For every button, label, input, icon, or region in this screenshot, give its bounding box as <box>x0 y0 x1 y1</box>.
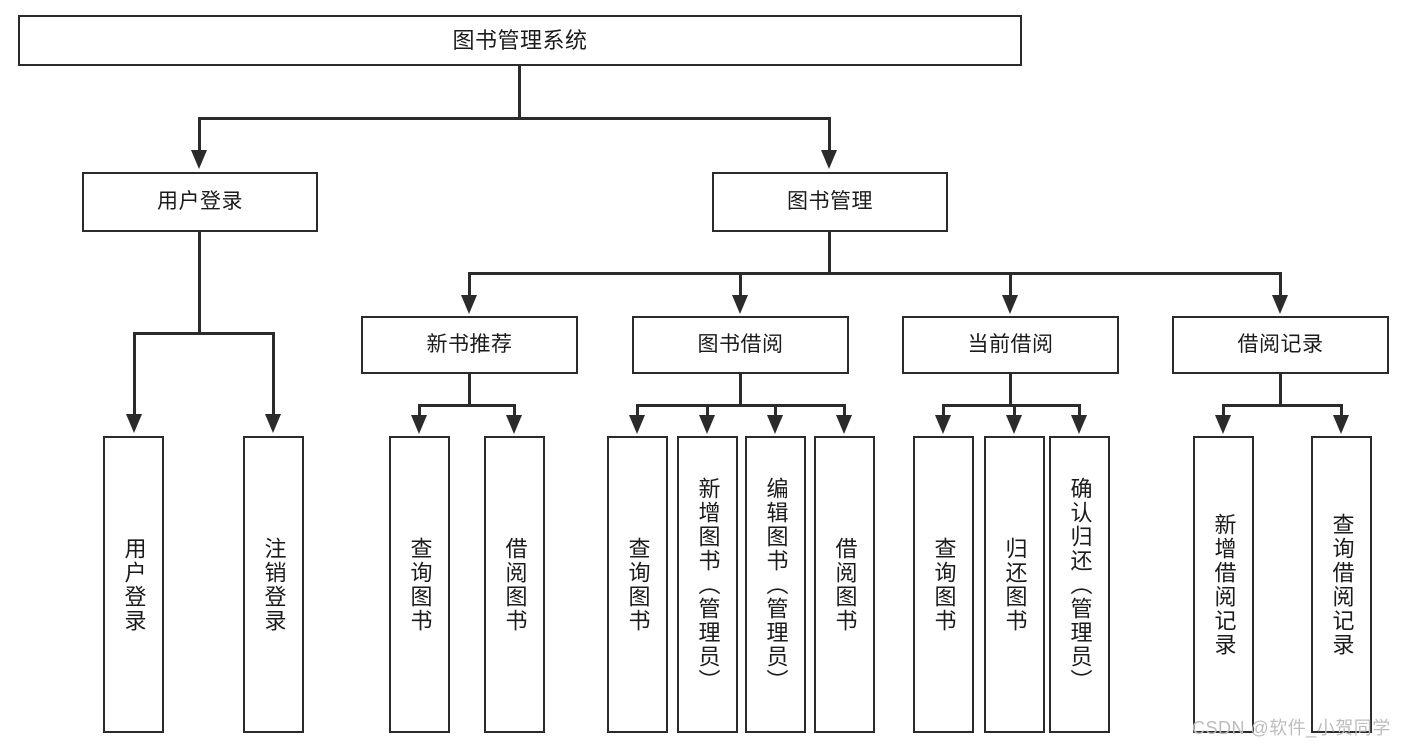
node-label: 查询图书 <box>407 536 433 633</box>
node-new-book-recommend[interactable]: 新书推荐 <box>361 316 578 374</box>
node-label: 用户登录 <box>121 536 147 633</box>
node-leaf-borrow-book-2[interactable]: 借阅图书 <box>814 436 875 733</box>
connector-new-book-stem <box>468 374 471 405</box>
node-leaf-add-book[interactable]: 新增图书（管理员） <box>677 436 738 733</box>
connector-borrow-record-bus <box>1222 404 1342 407</box>
node-label: 归还图书 <box>1002 536 1028 633</box>
node-label: 编辑图书（管理员） <box>763 476 789 693</box>
node-label: 用户登录 <box>157 189 243 213</box>
node-leaf-query-book-2[interactable]: 查询图书 <box>607 436 668 733</box>
node-label: 借阅图书 <box>832 536 858 633</box>
node-label: 借阅记录 <box>1237 332 1324 356</box>
connector-book-borrow-drop-3 <box>774 404 777 416</box>
connector-book-borrow-stem <box>739 374 742 405</box>
arrow-down-icon <box>1333 415 1349 434</box>
connector-current-borrow-drop-3 <box>1078 404 1081 416</box>
connector-book-borrow-drop-2 <box>706 404 709 416</box>
arrow-down-icon <box>821 150 837 169</box>
arrow-down-icon <box>699 415 715 434</box>
arrow-down-icon <box>126 414 142 433</box>
connector-book-manage-stem <box>828 232 831 273</box>
node-label: 查询借阅记录 <box>1329 512 1355 657</box>
arrow-down-icon <box>767 415 783 434</box>
arrow-down-icon <box>1272 295 1288 314</box>
node-leaf-query-book-1[interactable]: 查询图书 <box>389 436 450 733</box>
node-leaf-add-record[interactable]: 新增借阅记录 <box>1193 436 1254 733</box>
arrow-down-icon <box>1071 415 1087 434</box>
node-label: 借阅图书 <box>502 536 528 633</box>
node-user-login[interactable]: 用户登录 <box>82 172 318 232</box>
arrow-down-icon <box>629 415 645 434</box>
node-current-borrow[interactable]: 当前借阅 <box>902 316 1119 374</box>
arrow-down-icon <box>265 414 281 433</box>
connector-current-borrow-drop-1 <box>942 404 945 416</box>
connector-book-borrow-drop-1 <box>636 404 639 416</box>
node-leaf-query-book-3[interactable]: 查询图书 <box>913 436 974 733</box>
connector-root-drop-user-login <box>198 117 201 153</box>
node-label: 图书管理 <box>787 189 873 213</box>
node-leaf-borrow-book-1[interactable]: 借阅图书 <box>484 436 545 733</box>
arrow-down-icon <box>1002 295 1018 314</box>
node-label: 当前借阅 <box>967 332 1054 356</box>
connector-book-manage-drop-1 <box>468 272 471 297</box>
connector-book-manage-bus <box>468 272 1280 275</box>
connector-new-book-bus <box>418 404 516 407</box>
node-leaf-user-logout[interactable]: 注销登录 <box>243 436 304 733</box>
node-label: 查询图书 <box>931 536 957 633</box>
arrow-down-icon <box>1006 415 1022 434</box>
connector-new-book-drop-2 <box>513 404 516 416</box>
node-label: 新增借阅记录 <box>1211 512 1237 657</box>
connector-book-manage-drop-2 <box>739 272 742 297</box>
arrow-down-icon <box>836 415 852 434</box>
node-book-manage[interactable]: 图书管理 <box>712 172 948 232</box>
connector-user-login-stem <box>198 232 201 333</box>
node-label: 图书管理系统 <box>452 27 588 53</box>
connector-book-borrow-drop-4 <box>843 404 846 416</box>
arrow-down-icon <box>1215 415 1231 434</box>
connector-root-bus <box>198 117 831 120</box>
node-leaf-query-record[interactable]: 查询借阅记录 <box>1311 436 1372 733</box>
arrow-down-icon <box>935 415 951 434</box>
node-borrow-record[interactable]: 借阅记录 <box>1172 316 1389 374</box>
arrow-down-icon <box>191 150 207 169</box>
connector-root-stem <box>518 66 521 118</box>
connector-current-borrow-stem <box>1009 374 1012 405</box>
node-leaf-edit-book[interactable]: 编辑图书（管理员） <box>745 436 806 733</box>
connector-book-manage-drop-3 <box>1009 272 1012 297</box>
connector-new-book-drop-1 <box>418 404 421 416</box>
node-label: 新书推荐 <box>426 332 513 356</box>
connector-book-borrow-bus <box>636 404 844 407</box>
node-label: 新增图书（管理员） <box>695 476 721 693</box>
node-label: 确认归还（管理员） <box>1067 476 1093 693</box>
connector-root-drop-book-manage <box>828 117 831 153</box>
connector-current-borrow-drop-2 <box>1013 404 1016 416</box>
node-leaf-return-book[interactable]: 归还图书 <box>984 436 1045 733</box>
connector-user-login-drop-2 <box>272 332 275 416</box>
connector-borrow-record-stem <box>1279 374 1282 405</box>
watermark-text: CSDN @软件_小贺同学 <box>1192 718 1391 738</box>
node-label: 注销登录 <box>261 536 287 633</box>
connector-user-login-bus <box>133 332 275 335</box>
node-leaf-user-login[interactable]: 用户登录 <box>103 436 164 733</box>
arrow-down-icon <box>506 415 522 434</box>
connector-borrow-record-drop-2 <box>1340 404 1343 416</box>
connector-current-borrow-bus <box>942 404 1079 407</box>
connector-borrow-record-drop-1 <box>1222 404 1225 416</box>
connector-user-login-drop-1 <box>133 332 136 416</box>
arrow-down-icon <box>732 295 748 314</box>
node-label: 图书借阅 <box>697 332 784 356</box>
node-leaf-confirm-return[interactable]: 确认归还（管理员） <box>1049 436 1110 733</box>
node-book-borrow[interactable]: 图书借阅 <box>632 316 849 374</box>
connector-book-manage-drop-4 <box>1279 272 1282 297</box>
arrow-down-icon <box>461 295 477 314</box>
node-root-system[interactable]: 图书管理系统 <box>18 15 1022 66</box>
node-label: 查询图书 <box>625 536 651 633</box>
arrow-down-icon <box>411 415 427 434</box>
